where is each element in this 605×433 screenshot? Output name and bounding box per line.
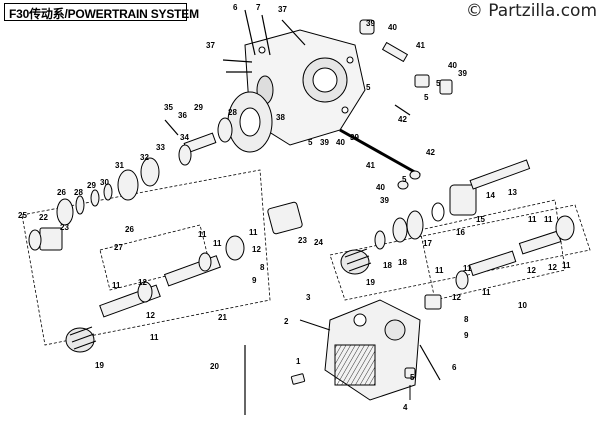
callout-15: 15 (476, 215, 485, 224)
callout-11e: 11 (463, 264, 472, 273)
callout-39e: 39 (380, 196, 389, 205)
callout-11b: 11 (544, 215, 553, 224)
callout-11h: 11 (213, 239, 222, 248)
upper-right-linkage (339, 19, 453, 190)
callout-39d: 39 (350, 133, 359, 142)
callout-21: 21 (218, 313, 227, 322)
callout-23: 23 (60, 223, 69, 232)
callout-12e: 12 (138, 278, 147, 287)
callout-5c: 5 (424, 93, 429, 102)
callout-20: 20 (210, 362, 219, 371)
callout-18b: 18 (383, 261, 392, 270)
callout-9b: 9 (252, 276, 257, 285)
callout-12d: 12 (252, 245, 261, 254)
front-output-parts (340, 159, 531, 275)
callout-11f: 11 (482, 288, 491, 297)
callout-30: 30 (100, 178, 109, 187)
callout-5f: 5 (410, 373, 415, 382)
callout-40c: 40 (448, 61, 457, 70)
callout-36: 36 (178, 111, 187, 120)
callout-8b: 8 (260, 263, 265, 272)
callout-26: 26 (57, 188, 66, 197)
callout-31: 31 (115, 161, 124, 170)
callout-39: 39 (320, 138, 329, 147)
callout-12b: 12 (548, 263, 557, 272)
callout-13: 13 (508, 188, 517, 197)
callout-38: 38 (276, 113, 285, 122)
callout-27: 27 (114, 243, 123, 252)
callout-19: 19 (366, 278, 375, 287)
callout-35: 35 (164, 103, 173, 112)
callout-29b: 29 (87, 181, 96, 190)
callout-42b: 42 (426, 148, 435, 157)
callout-18: 18 (398, 258, 407, 267)
callout-37: 37 (278, 5, 287, 14)
callout-11d: 11 (435, 266, 444, 275)
callout-24: 24 (314, 238, 323, 247)
callout-7: 7 (256, 3, 261, 12)
callout-28b: 28 (74, 188, 83, 197)
housing-bolts (164, 9, 411, 136)
callout-16: 16 (456, 228, 465, 237)
callout-6b: 6 (452, 363, 457, 372)
callout-39c: 39 (458, 69, 467, 78)
callout-5e: 5 (402, 175, 407, 184)
callout-33: 33 (156, 143, 165, 152)
callout-39b: 39 (366, 19, 375, 28)
callout-34: 34 (180, 133, 189, 142)
callout-1: 1 (296, 357, 301, 366)
callout-29: 29 (194, 103, 203, 112)
callout-22: 22 (39, 213, 48, 222)
callout-14: 14 (486, 191, 495, 200)
gearbox-housing (244, 29, 366, 146)
callout-8: 8 (464, 315, 469, 324)
callout-19b: 19 (95, 361, 104, 370)
callout-11: 11 (528, 215, 537, 224)
diagram-title-box: F30传动系/POWERTRAIN SYSTEM (4, 3, 199, 21)
assembly-outline-rear-shaft (419, 199, 566, 301)
callout-11g: 11 (198, 230, 207, 239)
callout-11c: 11 (562, 261, 571, 270)
assembly-outline-front-drive (329, 204, 591, 301)
diagram-title: F30传动系/POWERTRAIN SYSTEM (9, 7, 199, 21)
callout-10: 10 (518, 301, 527, 310)
callout-23b: 23 (298, 236, 307, 245)
callout-40: 40 (336, 138, 345, 147)
callout-12c: 12 (452, 293, 461, 302)
callout-40b: 40 (388, 23, 397, 32)
rear-driveshaft (424, 215, 575, 310)
callout-42: 42 (398, 115, 407, 124)
callout-40d: 40 (376, 183, 385, 192)
callout-25: 25 (18, 211, 27, 220)
brake-disc (227, 91, 273, 153)
callout-11k: 11 (150, 333, 159, 342)
assembly-outline-rear-drive (21, 169, 271, 346)
callouts: 6 7 37 37 28 29 35 36 34 33 32 31 30 29 … (18, 3, 571, 412)
callout-4: 4 (403, 403, 408, 412)
callout-3: 3 (306, 293, 311, 302)
callout-5: 5 (308, 138, 313, 147)
callout-37b: 37 (206, 41, 215, 50)
callout-28: 28 (228, 108, 237, 117)
front-differential (244, 299, 441, 415)
callout-12: 12 (527, 266, 536, 275)
callout-32: 32 (140, 153, 149, 162)
callout-41b: 41 (366, 161, 375, 170)
callout-5d: 5 (366, 83, 371, 92)
upper-gear-train (28, 117, 233, 251)
callout-12f: 12 (146, 311, 155, 320)
callout-5b: 5 (436, 79, 441, 88)
callout-2: 2 (284, 317, 289, 326)
watermark: © Partzilla.com (465, 1, 597, 21)
callout-11j: 11 (112, 281, 121, 290)
front-driveshaft (65, 201, 303, 353)
callout-6: 6 (233, 3, 238, 12)
callout-41: 41 (416, 41, 425, 50)
callout-11i: 11 (249, 228, 258, 237)
callout-26b: 26 (125, 225, 134, 234)
callout-9: 9 (464, 331, 469, 340)
callout-17: 17 (423, 239, 432, 248)
assembly-outline-front-shaft (99, 224, 211, 291)
